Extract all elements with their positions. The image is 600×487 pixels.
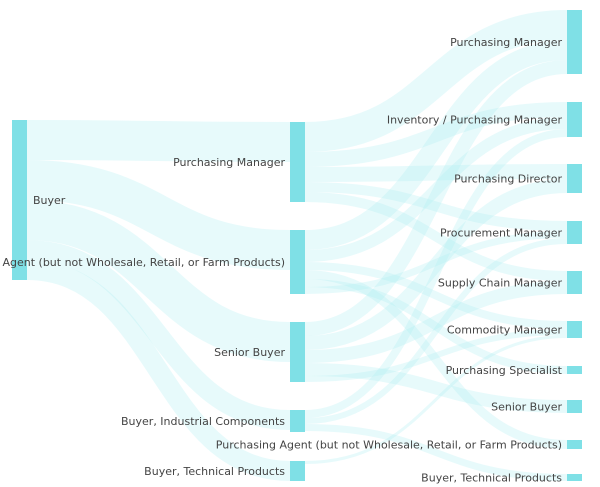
link-c1-pm-c2-ipm[interactable] (304, 102, 568, 167)
link-c1-pm-c2-pm[interactable] (304, 10, 568, 152)
link-c0-buyer-c1-sb[interactable] (26, 200, 291, 362)
node-label-c2-b: Buyer, Technical Products (421, 472, 562, 485)
node-label-c2-ipm: Inventory / Purchasing Manager (387, 114, 563, 127)
link-c1-agent-c2-ps[interactable] (304, 279, 568, 374)
link-c1-bic-c2-b[interactable] (304, 424, 568, 481)
node-c0-buyer[interactable] (12, 120, 27, 280)
node-c2-b[interactable] (567, 474, 582, 481)
node-c1-sb[interactable] (290, 322, 305, 382)
node-c2-pm[interactable] (567, 10, 582, 74)
node-c1-bic[interactable] (290, 410, 305, 432)
node-label-c1-btp: Buyer, Technical Products (144, 465, 285, 478)
node-c2-proc[interactable] (567, 221, 582, 244)
node-c2-ps[interactable] (567, 366, 582, 374)
link-c1-agent-c2-pm[interactable] (304, 40, 568, 250)
node-label-c2-sb: Senior Buyer (491, 401, 562, 414)
link-c1-agent-c2-pa[interactable] (304, 270, 568, 449)
link-c1-pm-c2-proc[interactable] (304, 182, 568, 231)
links-layer (26, 10, 568, 481)
link-c0-buyer-c1-btp[interactable] (26, 260, 291, 481)
link-c1-agent-c2-ipm[interactable] (304, 117, 568, 262)
node-c1-pm[interactable] (290, 122, 305, 202)
node-label-c0-buyer: Buyer (33, 194, 66, 207)
node-label-c1-bic: Buyer, Industrial Components (121, 415, 285, 428)
node-c2-pa[interactable] (567, 440, 582, 449)
node-label-c2-scm: Supply Chain Manager (438, 277, 563, 290)
node-label-c1-agent: Agent (but not Wholesale, Retail, or Far… (2, 256, 285, 269)
link-c1-bic-c2-proc[interactable] (304, 238, 568, 424)
link-c1-sb-c2-scm[interactable] (304, 281, 568, 363)
link-c0-buyer-c1-pm[interactable] (26, 120, 291, 162)
node-c2-sb[interactable] (567, 400, 582, 413)
node-label-c2-pd: Purchasing Director (454, 173, 562, 186)
node-c2-ipm[interactable] (567, 102, 582, 137)
node-label-c2-ps: Purchasing Specialist (446, 364, 563, 377)
link-c1-sb-c2-pd[interactable] (304, 179, 568, 350)
link-c0-buyer-c1-bic[interactable] (26, 240, 291, 430)
node-c1-btp[interactable] (290, 461, 305, 481)
node-c1-agent[interactable] (290, 230, 305, 294)
node-label-c2-pm: Purchasing Manager (450, 36, 562, 49)
link-c1-pm-c2-pd[interactable] (304, 164, 568, 182)
node-label-c2-pa: Purchasing Agent (but not Wholesale, Ret… (216, 439, 562, 452)
link-c1-sb-c2-sb[interactable] (304, 363, 568, 413)
link-c0-buyer-c1-agent[interactable] (26, 160, 291, 270)
node-label-c1-sb: Senior Buyer (214, 346, 285, 359)
node-c2-scm[interactable] (567, 271, 582, 294)
node-label-c1-pm: Purchasing Manager (173, 156, 285, 169)
link-c1-btp-c2-cm[interactable] (304, 335, 568, 464)
link-c1-agent-c2-proc[interactable] (304, 231, 568, 294)
link-c1-agent-c2-cm[interactable] (304, 262, 568, 329)
node-label-c2-cm: Commodity Manager (447, 324, 563, 337)
node-label-c2-proc: Procurement Manager (440, 227, 562, 240)
node-c2-pd[interactable] (567, 164, 582, 193)
link-c1-pm-c2-scm[interactable] (304, 192, 568, 281)
node-c2-cm[interactable] (567, 321, 582, 338)
link-c1-sb-c2-pm[interactable] (304, 60, 568, 336)
link-c1-sb-c2-cm[interactable] (304, 329, 568, 382)
link-c1-bic-c2-ipm[interactable] (304, 129, 568, 418)
